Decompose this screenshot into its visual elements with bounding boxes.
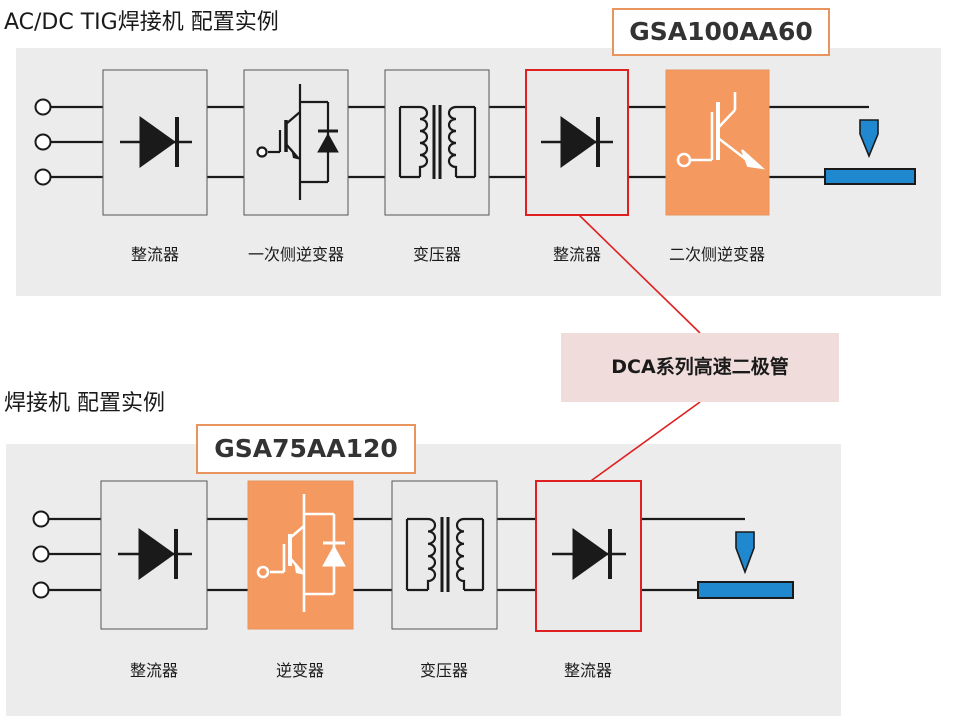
diagram2-wires xyxy=(49,517,745,592)
dca-series-callout: DCA系列高速二极管 xyxy=(561,333,839,402)
freewheel-diode-icon xyxy=(317,129,339,153)
diagram1-title: AC/DC TIG焊接机 配置实例 xyxy=(4,10,279,35)
block-label: 整流器 xyxy=(130,245,179,264)
workpiece-icon xyxy=(697,581,794,599)
ac-input-terminals-1 xyxy=(34,98,52,186)
freewheel-diode-icon xyxy=(322,541,346,567)
callout-connector-bottom xyxy=(587,401,701,484)
diagram2-title: 焊接机 配置实例 xyxy=(4,391,165,416)
block-label: 整流器 xyxy=(129,661,178,680)
diode-icon xyxy=(541,116,613,168)
block-label: 逆变器 xyxy=(275,661,324,680)
igbt-arrow-icon xyxy=(291,148,301,160)
block-label: 二次侧逆变器 xyxy=(668,245,765,264)
diagram1-wires xyxy=(50,105,869,179)
transformer-icon xyxy=(405,517,485,592)
transformer-block-2 xyxy=(391,480,498,630)
electrode-icon xyxy=(735,531,755,575)
igbt-icon xyxy=(676,92,753,168)
transformer-block-1 xyxy=(384,69,490,216)
diode-icon xyxy=(118,528,192,580)
igbt-arrow-icon xyxy=(294,562,305,575)
diode-icon xyxy=(120,116,192,168)
model-label-gsa75aa120: GSA75AA120 xyxy=(196,424,416,474)
block-label: 变压器 xyxy=(412,245,461,264)
transformer-icon xyxy=(398,105,477,179)
model-label-gsa100aa60: GSA100AA60 xyxy=(612,8,830,56)
callout-connector-top xyxy=(577,213,701,334)
ac-input-terminals-2 xyxy=(32,510,50,599)
block-label: 整流器 xyxy=(552,245,601,264)
block-label: 整流器 xyxy=(563,661,612,680)
electrode-icon xyxy=(859,119,879,159)
diode-icon xyxy=(552,528,626,580)
block-label: 一次侧逆变器 xyxy=(247,245,344,264)
igbt-arrow-icon xyxy=(741,149,766,170)
block-label: 变压器 xyxy=(419,661,468,680)
workpiece-icon xyxy=(824,168,916,185)
igbt-icon xyxy=(256,494,336,612)
